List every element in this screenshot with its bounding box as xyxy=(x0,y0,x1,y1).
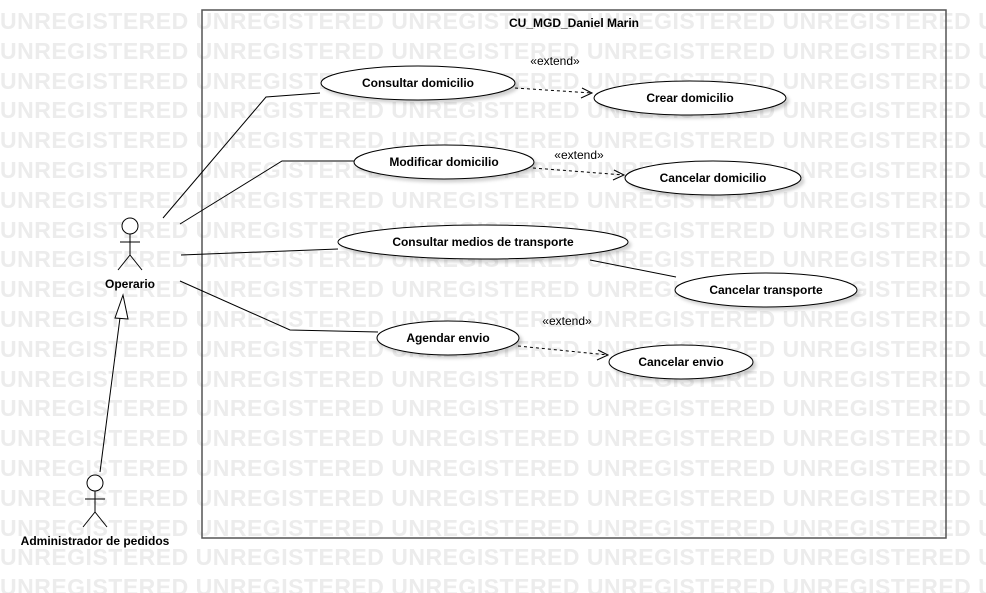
extend-label: «extend» xyxy=(554,148,604,162)
extend-line-cancelar-domicilio[interactable] xyxy=(532,167,625,176)
actor-admin-label: Administrador de pedidos xyxy=(21,534,170,548)
use-case-label: Cancelar envio xyxy=(638,355,723,369)
extend-line-crear-domicilio[interactable] xyxy=(514,87,593,94)
generalization-line[interactable] xyxy=(99,309,122,473)
use-case-ellipse[interactable] xyxy=(320,65,516,101)
actor-operario-label: Operario xyxy=(105,277,155,291)
assoc-operario-modificar-domicilio[interactable] xyxy=(179,160,354,225)
use-case-ellipse[interactable] xyxy=(674,272,858,308)
use-case-label: Crear domicilio xyxy=(646,91,733,105)
use-case[interactable]: Cancelar domicilio xyxy=(624,160,802,196)
use-case[interactable]: Consultar medios de transporte xyxy=(337,224,629,260)
assoc-operario-agendar-envio[interactable] xyxy=(179,280,379,333)
use-case[interactable]: Consultar domicilio xyxy=(320,65,516,101)
use-case[interactable]: Crear domicilio xyxy=(593,80,787,116)
use-case[interactable]: Agendar envio xyxy=(376,320,520,356)
use-case-ellipse[interactable] xyxy=(353,144,535,180)
extend-arrowhead-cancelar-domicilio xyxy=(612,169,626,181)
assoc-operario-consultar-transporte[interactable] xyxy=(180,248,339,256)
use-case[interactable]: Cancelar transporte xyxy=(674,272,858,308)
extend-arrowhead-crear-domicilio xyxy=(580,87,594,99)
use-case-label: Cancelar domicilio xyxy=(660,171,767,185)
use-case-ellipse[interactable] xyxy=(376,320,520,356)
system-title: CU_MGD_Daniel Marin xyxy=(509,16,639,30)
extend-arrowhead-cancelar-envio xyxy=(596,349,610,361)
use-case-ellipse[interactable] xyxy=(593,80,787,116)
actor-head-icon xyxy=(121,217,139,235)
assoc-transporte-cancelar-transporte[interactable] xyxy=(589,259,677,278)
use-case-label: Consultar domicilio xyxy=(362,76,474,90)
actor-operario[interactable] xyxy=(117,217,143,271)
assoc-operario-consultar-domicilio[interactable] xyxy=(162,92,321,219)
actor-admin[interactable] xyxy=(82,474,108,528)
actor-head-icon xyxy=(86,474,104,492)
generalization-arrowhead xyxy=(114,293,129,320)
use-case-label: Cancelar transporte xyxy=(709,283,823,297)
extend-label: «extend» xyxy=(530,54,580,68)
use-case-ellipse[interactable] xyxy=(608,344,754,380)
use-case-ellipse[interactable] xyxy=(337,224,629,260)
use-case-label: Modificar domicilio xyxy=(389,155,498,169)
use-case-label: Agendar envio xyxy=(406,331,489,345)
use-case-label: Consultar medios de transporte xyxy=(392,235,574,249)
system-boundary[interactable] xyxy=(201,9,947,539)
use-case[interactable]: Modificar domicilio xyxy=(353,144,535,180)
use-case[interactable]: Cancelar envio xyxy=(608,344,754,380)
use-case-ellipse[interactable] xyxy=(624,160,802,196)
extend-label: «extend» xyxy=(542,314,592,328)
extend-line-cancelar-envio[interactable] xyxy=(517,345,609,356)
